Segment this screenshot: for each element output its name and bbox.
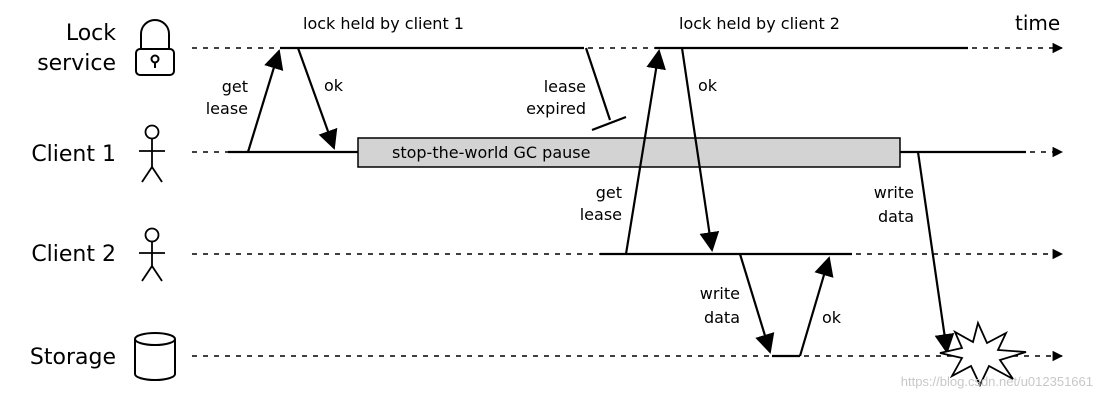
gc-pause-label: stop-the-world GC pause [392,143,590,162]
ok-storage-arrow [798,256,834,357]
database-cylinder-icon [134,332,176,381]
lease-expired-label-2: expired [526,99,586,118]
write-data-client1-label-1: write [874,183,914,202]
stick-figure-icon [139,124,165,183]
actor-client2-label: Client 2 [31,242,116,267]
actor-client1-label: Client 1 [31,142,116,167]
lock-held-client2-label: lock held by client 2 [679,14,840,33]
actor-lock-service-label-2: service [37,51,116,76]
time-axis-label: time [1015,11,1060,35]
ok-client1-label: ok [324,76,344,95]
get-lease-client2-label-1: get [596,183,622,202]
write-data-client2-label-1: write [700,284,740,303]
actor-lock-service-label-1: Lock [66,21,116,46]
write-data-client1-label-2: data [878,207,914,226]
lease-expired-mark [591,115,627,132]
ok-client1-arrow [296,47,338,150]
get-lease-client1-label-2: lease [206,99,248,118]
ok-client2-label: ok [698,76,718,95]
padlock-icon [135,19,175,76]
write-data-client1-arrow [916,151,955,354]
lock-held-client1-label: lock held by client 1 [303,14,464,33]
get-lease-client1-arrow [246,49,284,153]
actor-storage-label: Storage [30,345,116,370]
ok-storage-label: ok [822,308,842,327]
get-lease-client2-label-2: lease [580,205,622,224]
get-lease-client2-arrow [624,49,666,255]
ok-client2-arrow [680,47,720,252]
watermark-text: https://blog.csdn.net/u012351661 [901,374,1093,389]
write-data-client2-label-2: data [704,308,740,327]
gc-pause-box [357,137,901,168]
lease-expiry-line [584,47,612,121]
get-lease-client1-label-1: get [222,77,248,96]
explosion-icon [939,320,1027,388]
stick-figure-icon [139,227,165,282]
lease-expired-label-1: lease [544,77,586,96]
write-data-client2-arrow [738,253,775,354]
